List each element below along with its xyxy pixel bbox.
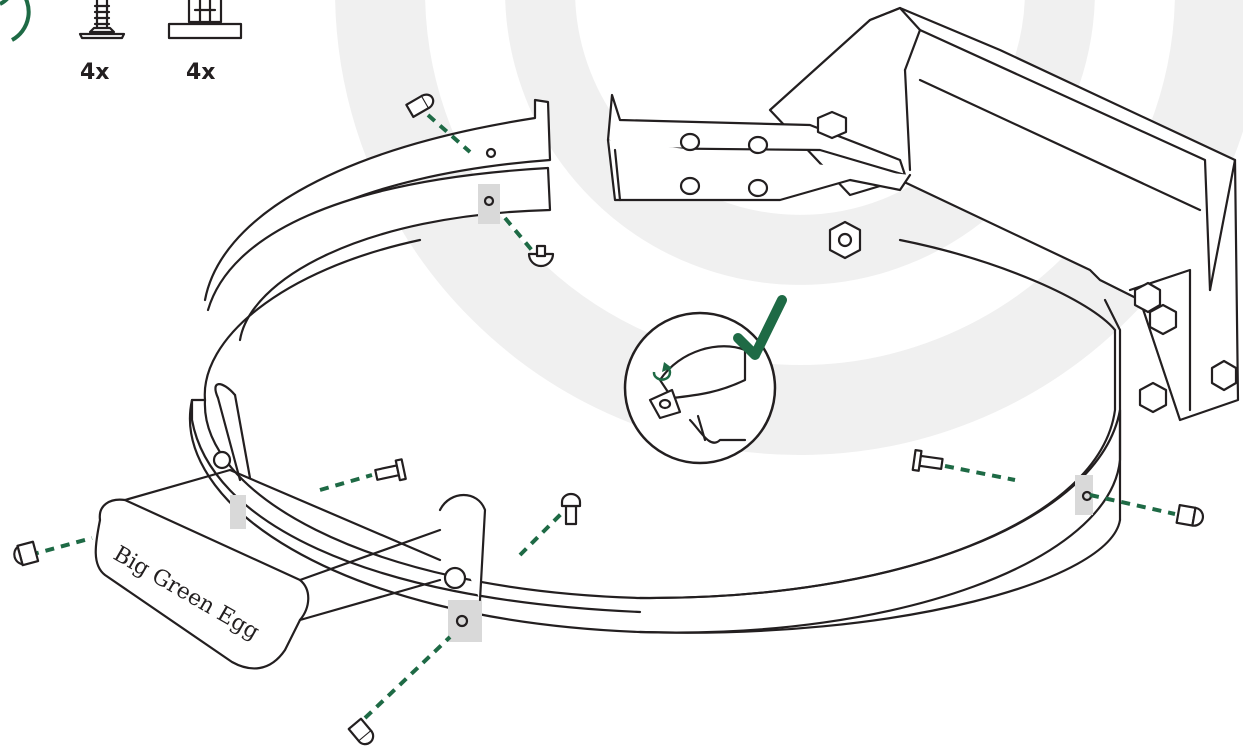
carriage-bolt xyxy=(562,494,580,524)
step-badge-icon xyxy=(0,0,14,4)
detail-callout xyxy=(625,313,775,463)
carriage-bolt xyxy=(913,450,944,474)
carriage-bolt-head xyxy=(529,246,553,266)
carriage-bolt xyxy=(374,459,406,484)
acorn-nut xyxy=(349,719,377,748)
acorn-nut xyxy=(1177,505,1205,527)
acorn-nut-icon xyxy=(169,0,241,38)
carriage-bolt-quantity: 4x xyxy=(80,60,110,85)
acorn-nut xyxy=(12,542,38,567)
acorn-nut-quantity: 4x xyxy=(186,60,216,85)
carriage-bolt-icon xyxy=(80,0,124,38)
step-badge-ring xyxy=(12,0,29,40)
